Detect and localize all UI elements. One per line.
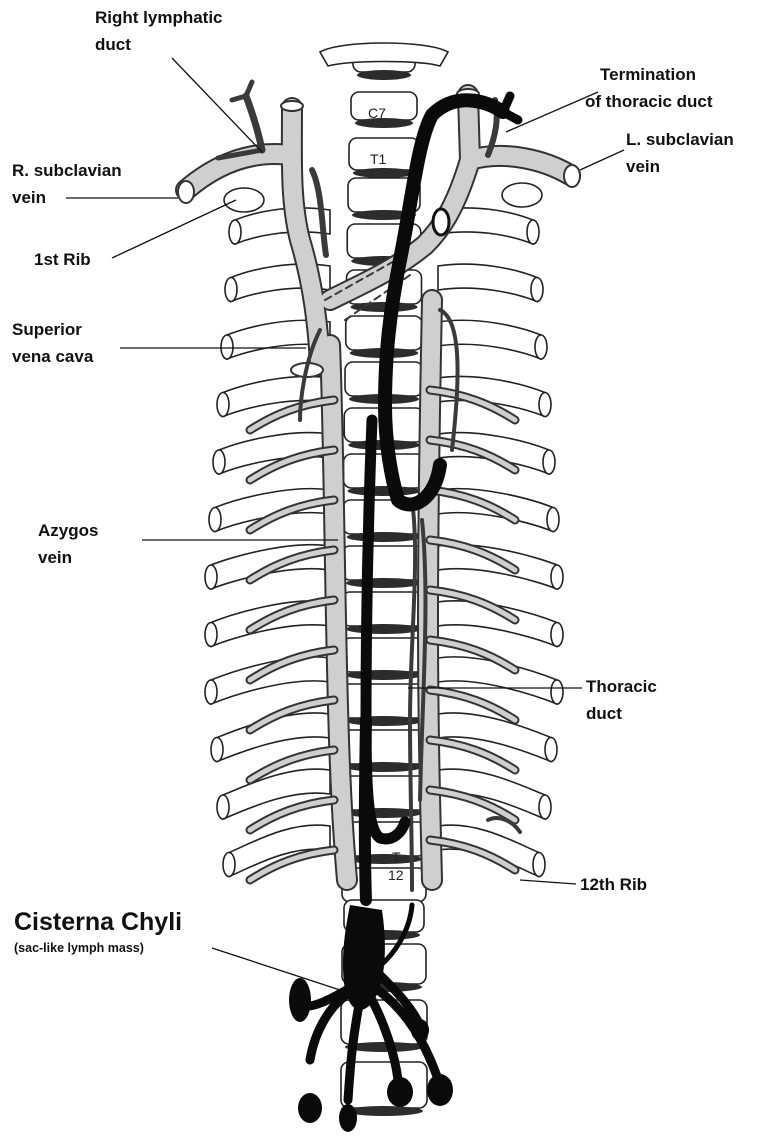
rib-right	[438, 545, 557, 589]
label-cisterna-chyli: Cisterna Chyli	[14, 908, 182, 936]
left-subclavian-vein	[470, 156, 570, 175]
label-l-subclavian-line2: vein	[626, 157, 660, 176]
rib-end	[211, 738, 223, 762]
vertebral-body	[342, 684, 426, 718]
label-termination-line1: Termination	[600, 65, 696, 84]
rib-end	[205, 623, 217, 647]
l-subclavian-opening	[564, 165, 580, 187]
rib-end	[213, 450, 225, 474]
label-superior-vena-cava-line2: vena cava	[12, 347, 94, 366]
label-azygos-line2: vein	[38, 548, 72, 567]
rib-end	[545, 738, 557, 762]
intervertebral-disc	[353, 168, 415, 178]
label-superior-vena-cava-line1: Superior	[12, 320, 82, 339]
rib-end	[209, 508, 221, 532]
rib-end	[551, 680, 563, 704]
label-thoracic-duct-line2: duct	[586, 704, 622, 723]
r-subclavian-opening	[178, 181, 194, 203]
leader-cisterna-chyli	[212, 948, 340, 990]
jugular-opening-right	[281, 101, 303, 111]
leader-twelfth-rib	[520, 880, 576, 884]
label-r-subclavian-line2: vein	[12, 188, 46, 207]
rib-end	[531, 278, 543, 302]
rib-left	[235, 208, 330, 244]
rib-end	[221, 335, 233, 359]
first-rib-right	[224, 188, 264, 212]
intervertebral-disc	[347, 532, 422, 542]
first-rib-left	[502, 183, 542, 207]
vertebral-body	[342, 730, 426, 764]
label-right-lymphatic-duct-line2: duct	[95, 35, 131, 54]
rib-end	[225, 278, 237, 302]
rib-end	[551, 565, 563, 589]
label-azygos-line1: Azygos	[38, 521, 98, 540]
rib-end	[535, 335, 547, 359]
rib-end	[543, 450, 555, 474]
leader-first-rib	[112, 200, 236, 258]
rib-end	[551, 623, 563, 647]
label-first-rib: 1st Rib	[34, 250, 91, 269]
leader-l-subclavian	[580, 150, 624, 170]
rib-end	[539, 393, 551, 417]
intervertebral-disc	[346, 578, 422, 588]
label-r-subclavian-line1: R. subclavian	[12, 161, 122, 180]
rib-end	[223, 853, 235, 877]
label-t1: T1	[370, 151, 387, 167]
label-termination-line2: of thoracic duct	[585, 92, 713, 111]
rib-end	[205, 680, 217, 704]
right-brachiocephalic-vein	[186, 154, 290, 190]
rib-end	[205, 565, 217, 589]
label-t12-letter: T	[392, 849, 401, 865]
vertebral-body	[342, 776, 426, 810]
label-right-lymphatic-duct-line1: Right lymphatic	[95, 8, 223, 27]
label-l-subclavian-line1: L. subclavian	[626, 130, 734, 149]
label-t12-number: 12	[388, 867, 404, 883]
rib-end	[217, 795, 229, 819]
rib-end	[527, 220, 539, 244]
rib-end	[547, 508, 559, 532]
intervertebral-disc	[357, 70, 411, 80]
rib-right	[438, 264, 537, 301]
rib-end	[539, 795, 551, 819]
rib-end	[533, 853, 545, 877]
leader-termination	[506, 92, 598, 132]
intervertebral-disc	[346, 624, 422, 634]
rib-end	[217, 393, 229, 417]
label-c7: C7	[368, 105, 386, 121]
rib-end	[229, 220, 241, 244]
intervertebral-disc	[351, 302, 418, 312]
label-cisterna-chyli-note: (sac-like lymph mass)	[14, 941, 144, 955]
rib-left	[223, 376, 330, 416]
intervertebral-disc	[348, 486, 421, 496]
rib-left	[215, 489, 330, 532]
duct-entry-ring	[433, 209, 449, 235]
label-thoracic-duct-line1: Thoracic	[586, 677, 657, 696]
label-twelfth-rib: 12th Rib	[580, 875, 647, 894]
